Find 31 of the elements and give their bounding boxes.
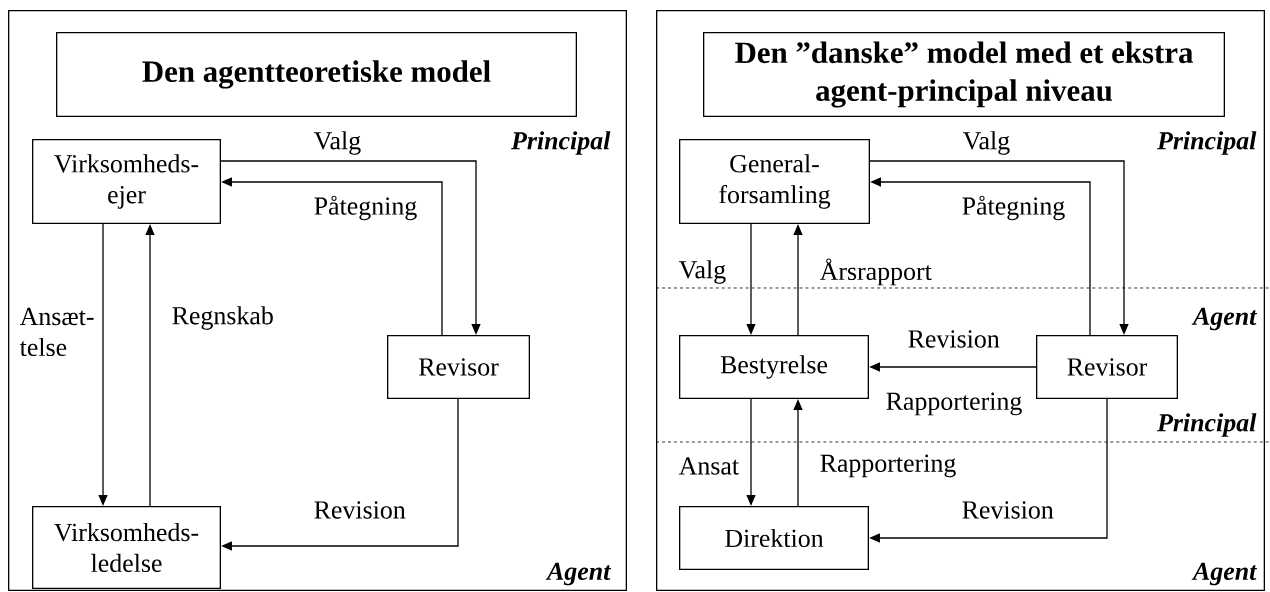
title-box: Den ”danske” model med et ekstra agent-principal niveau — [703, 32, 1225, 117]
role-label: Agent — [1191, 562, 1257, 586]
edge-label: Ansat — [678, 457, 739, 475]
edge-label: Revision — [314, 501, 406, 519]
text-label: Rapportering — [886, 392, 1022, 416]
process-box: Revisor — [1036, 335, 1178, 399]
role-label: Agent — [1191, 307, 1257, 331]
process-box: Bestyrelse — [679, 335, 869, 399]
role-label: Principal — [511, 131, 611, 155]
process-box: Revisor — [387, 335, 530, 399]
process-box: General- forsamling — [679, 139, 870, 224]
edge-label: Regnskab — [172, 306, 273, 330]
edge-label: Påtegning — [962, 195, 1065, 221]
edge-label: Revision — [908, 330, 1000, 348]
panel-frame — [656, 10, 1265, 591]
edge-label: Revision — [962, 501, 1054, 519]
process-box: Direktion — [679, 506, 869, 570]
edge-label: Rapportering — [820, 454, 956, 478]
edge-label: Påtegning — [314, 195, 417, 221]
edge-label: Valg — [678, 260, 726, 284]
process-box: Virksomheds- ledelse — [32, 506, 221, 589]
role-label: Principal — [1157, 131, 1257, 155]
panel-frame — [8, 10, 627, 591]
edge-label: Årsrapport — [819, 258, 932, 286]
process-box: Virksomheds- ejer — [32, 139, 221, 224]
role-label: Agent — [545, 562, 611, 586]
title-box: Den agentteoretiske model — [56, 32, 577, 117]
role-label: Principal — [1157, 413, 1257, 437]
edge-label: Valg — [962, 131, 1010, 155]
edge-label: Ansæt- telse — [19, 307, 94, 357]
edge-label: Valg — [313, 131, 361, 155]
